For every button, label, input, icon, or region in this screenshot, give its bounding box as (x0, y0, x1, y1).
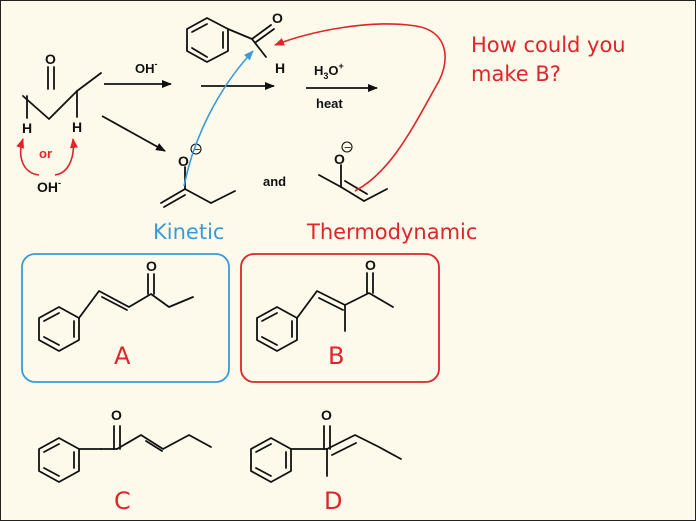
product-a-structure: O (38, 258, 194, 352)
alpha-h-right-label: H (72, 119, 82, 135)
aldehyde-oxygen-label: O (272, 10, 283, 26)
product-b-structure: O (256, 257, 394, 352)
product-b-label: B (328, 342, 344, 370)
benzaldehyde-structure: O H (186, 10, 285, 76)
aldehyde-h-label: H (275, 60, 285, 76)
product-a-label: A (114, 342, 131, 370)
or-label: or (39, 146, 52, 161)
carbonyl-oxygen-label: O (45, 51, 56, 67)
thermodynamic-enolate-structure: O − (318, 141, 388, 202)
product-b-oxygen-label: O (365, 257, 376, 273)
and-label: and (263, 174, 286, 189)
thermodynamic-label: Thermodynamic (306, 220, 477, 244)
thermodynamic-oxygen-label: O (334, 151, 345, 167)
question-line-2: make B? (471, 62, 561, 86)
thermodynamic-charge: − (344, 143, 352, 154)
product-d-oxygen-label: O (321, 407, 332, 423)
product-a-box (21, 253, 230, 383)
product-c-structure: O (38, 407, 212, 483)
question-line-1: How could you (471, 33, 626, 57)
kinetic-oxygen-label: O (178, 153, 189, 169)
product-c-label: C (114, 487, 131, 515)
butanone-structure: O H H (22, 51, 102, 136)
thermodynamic-attack-arrow (274, 23, 446, 192)
enolate-formation-arrow (101, 115, 166, 152)
product-c-oxygen-label: O (111, 407, 122, 423)
acid-reagent-label: H3O+ (314, 61, 344, 81)
product-a-oxygen-label: O (146, 258, 157, 274)
kinetic-label: Kinetic (153, 220, 224, 244)
product-b-box (240, 253, 440, 383)
base-label: OH- (37, 178, 61, 195)
kinetic-attack-arrow (183, 50, 254, 187)
kinetic-charge: − (193, 145, 201, 156)
product-d-label: D (324, 487, 342, 515)
kinetic-enolate-structure: O − (160, 143, 236, 208)
product-d-structure: O (250, 407, 402, 483)
deprotonation-arrows: or OH- (16, 138, 78, 195)
alpha-h-left-label: H (22, 120, 32, 136)
base-reagent-label: OH- (135, 59, 158, 76)
heat-label: heat (316, 96, 343, 111)
